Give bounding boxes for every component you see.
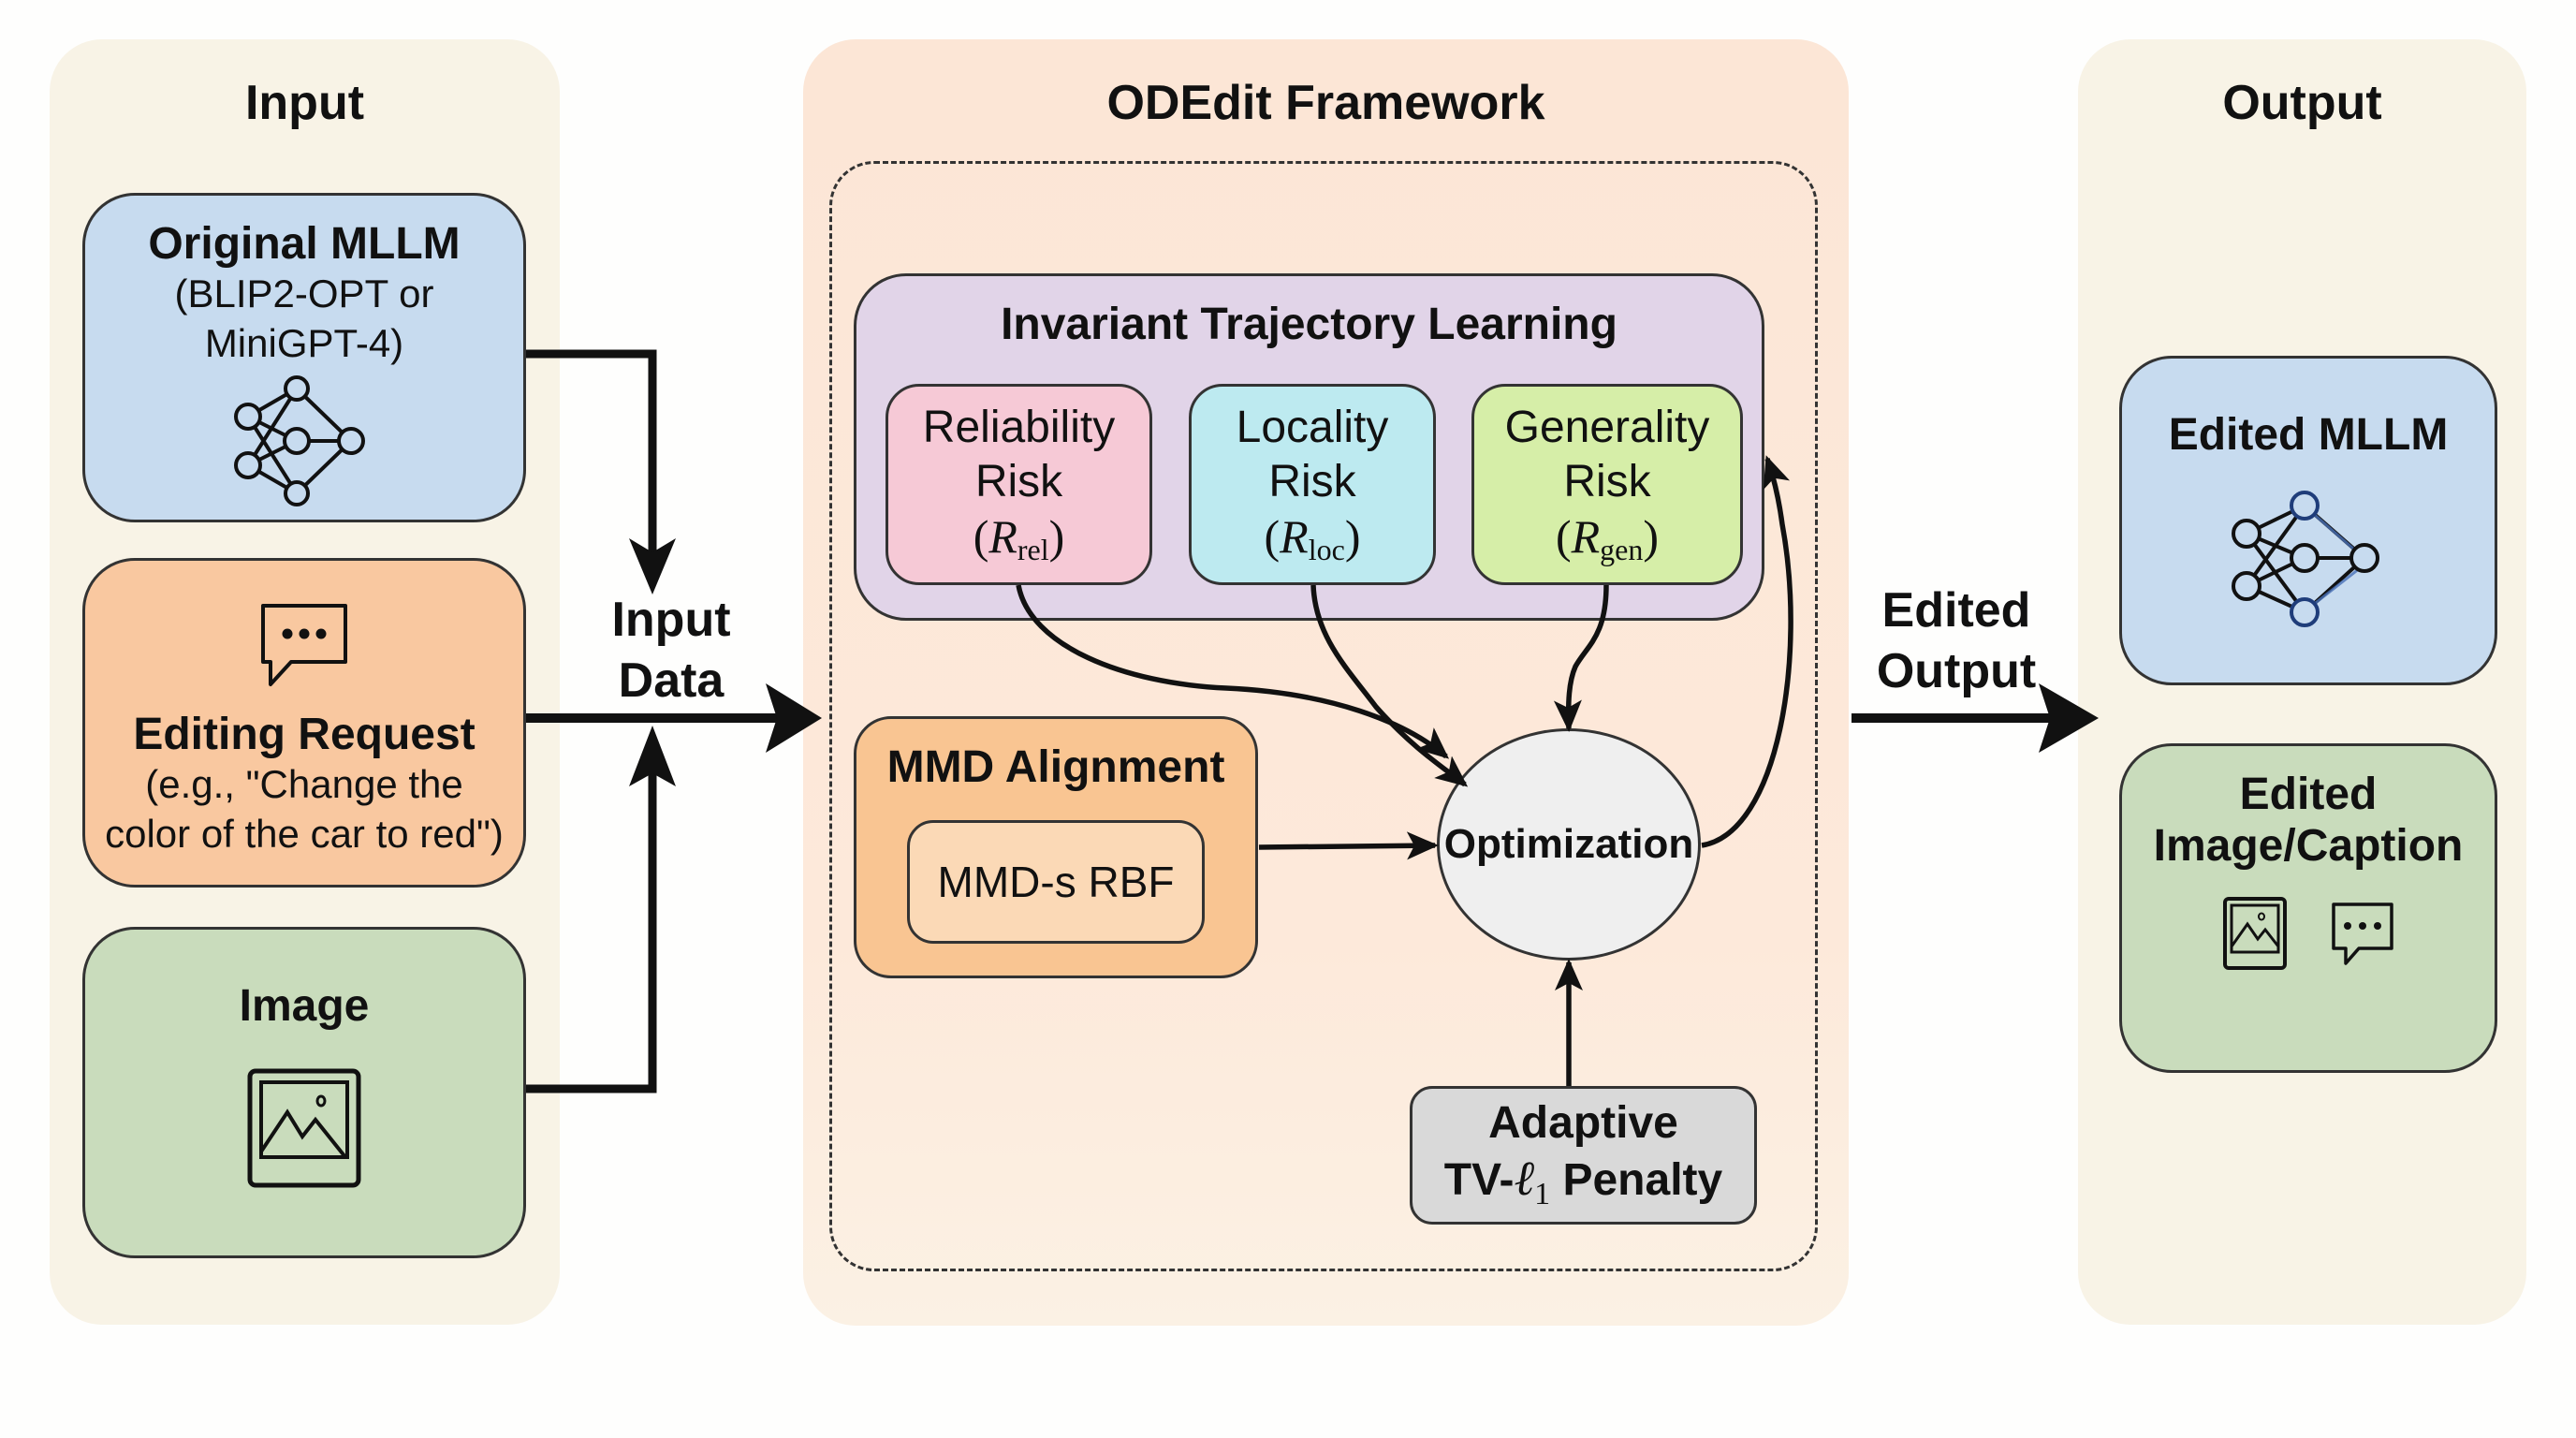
input-panel-title: Input	[244, 76, 365, 130]
mmd-s-rbf-box[interactable]: MMD-s RBF	[907, 820, 1205, 944]
locality-to-optimization-arrow	[1310, 584, 1469, 787]
generality-to-optimization-arrow	[1553, 584, 1609, 732]
input-arrows	[526, 349, 822, 1093]
editing-request-box[interactable]: Editing Request (e.g., "Change the color…	[82, 558, 526, 888]
risk-arrows	[1016, 455, 1793, 1086]
adaptive-tv-l1-penalty-box[interactable]: Adaptive TV-ℓ1 Penalty	[1410, 1086, 1757, 1225]
locality-risk-label-2: Risk	[1268, 456, 1356, 506]
output-panel-title: Output	[2222, 76, 2382, 130]
edited-output-arrow	[1852, 683, 2099, 753]
chat-bubble-icon	[261, 604, 347, 686]
original-mllm-box[interactable]: Original MLLM (BLIP2-OPT or MiniGPT-4)	[82, 193, 526, 522]
image-box[interactable]: Image	[82, 927, 526, 1258]
edited-output-icons	[2222, 896, 2394, 971]
reliability-risk-box[interactable]: Reliability Risk (Rrel)	[886, 384, 1152, 585]
image-title: Image	[239, 981, 370, 1031]
generality-risk-symbol: (Rgen)	[1555, 510, 1660, 567]
generality-risk-label-2: Risk	[1563, 456, 1651, 506]
image-arrow-head	[629, 726, 676, 786]
image-to-input-data-arrow	[526, 754, 657, 1093]
adaptive-penalty-line2: TV-ℓ1 Penalty	[1443, 1152, 1723, 1211]
framework-title: ODEdit Framework	[1106, 76, 1545, 130]
input-data-label-line1: Input	[611, 593, 731, 647]
original-mllm-subtitle-1: (BLIP2-OPT or	[174, 271, 434, 316]
locality-risk-box[interactable]: Locality Risk (Rloc)	[1189, 384, 1436, 585]
chat-bubble-icon	[2332, 902, 2393, 966]
edited-image-caption-line2: Image/Caption	[2153, 821, 2464, 872]
locality-risk-symbol: (Rloc)	[1264, 510, 1361, 567]
locality-risk-label: Locality	[1236, 403, 1389, 453]
editing-request-title: Editing Request	[133, 710, 476, 759]
reliability-risk-label: Reliability	[922, 403, 1116, 453]
editing-request-example-2: color of the car to red")	[105, 811, 504, 856]
optimization-feedback-arrow	[1701, 455, 1793, 848]
generality-risk-box[interactable]: Generality Risk (Rgen)	[1471, 384, 1743, 585]
mmd-alignment-title: MMD Alignment	[886, 742, 1225, 792]
edited-output-label: Edited Output	[1863, 580, 2050, 702]
framework-arrow-head	[766, 683, 822, 753]
neural-network-icon	[234, 375, 365, 507]
edited-image-caption-line1: Edited	[2239, 770, 2378, 819]
input-data-label-line2: Data	[618, 653, 724, 708]
edited-output-label-line1: Edited	[1881, 583, 2031, 638]
image-icon	[2223, 897, 2287, 971]
reliability-to-optimization-arrow	[1016, 584, 1450, 759]
generality-risk-label: Generality	[1504, 403, 1710, 453]
input-data-label: Input Data	[592, 590, 751, 712]
reliability-risk-label-2: Risk	[974, 456, 1063, 506]
original-mllm-title: Original MLLM	[148, 219, 461, 269]
optimization-label: Optimization	[1443, 821, 1694, 867]
edited-mllm-title: Edited MLLM	[2168, 410, 2449, 460]
mllm-to-input-data-arrow	[526, 349, 657, 566]
editing-request-example-1: (e.g., "Change the	[145, 762, 463, 807]
itl-title: Invariant Trajectory Learning	[1001, 300, 1617, 349]
original-mllm-subtitle-2: MiniGPT-4)	[204, 320, 404, 365]
framework-dashed-boundary	[829, 161, 1818, 1271]
reliability-risk-symbol: (Rrel)	[973, 510, 1065, 567]
edited-image-caption-box[interactable]: Edited Image/Caption	[2119, 743, 2497, 1073]
image-icon	[247, 1068, 361, 1188]
edited-output-label-line2: Output	[1876, 644, 2037, 698]
neural-network-icon	[2232, 491, 2379, 628]
mmd-s-rbf-label: MMD-s RBF	[937, 858, 1175, 906]
adaptive-penalty-line1: Adaptive	[1488, 1098, 1678, 1149]
mllm-arrow-head	[629, 538, 676, 594]
edited-mllm-box[interactable]: Edited MLLM	[2119, 356, 2497, 685]
mmd-to-optimization-arrow	[1258, 831, 1439, 860]
